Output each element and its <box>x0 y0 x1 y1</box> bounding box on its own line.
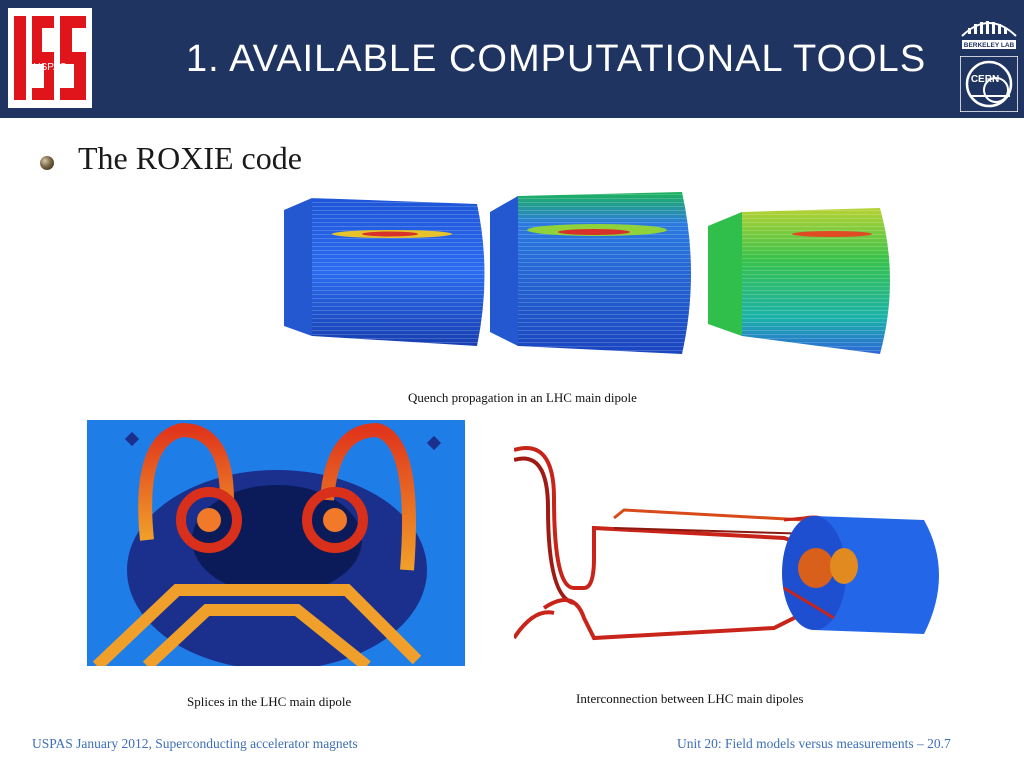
interconnection-caption: Interconnection between LHC main dipoles <box>576 691 804 706</box>
berkeley-logo-text: BERKELEY LAB <box>964 42 1015 49</box>
berkeley-lab-logo: BERKELEY LAB <box>958 6 1020 52</box>
dipole-render-1 <box>284 198 485 346</box>
quench-caption: Quench propagation in an LHC main dipole <box>408 390 637 405</box>
quench-propagation-figure <box>284 192 890 354</box>
footer-right: Unit 20: Field models versus measurement… <box>677 736 951 751</box>
bullet-text: The ROXIE code <box>78 140 302 176</box>
splices-figure <box>87 420 465 666</box>
slide-title: 1. AVAILABLE COMPUTATIONAL TOOLS <box>186 38 927 80</box>
dipole-render-3 <box>708 208 890 354</box>
footer-left: USPAS January 2012, Superconducting acce… <box>32 736 358 751</box>
bullet-icon <box>40 156 54 170</box>
splices-caption: Splices in the LHC main dipole <box>187 694 352 709</box>
header-banner: USPAS 1. AVAILABLE COMPUTATIONAL TOOLS B… <box>0 0 1024 118</box>
uspas-logo: USPAS <box>8 8 92 108</box>
dipole-render-2 <box>490 192 691 354</box>
cern-logo-text: CERN <box>971 74 999 85</box>
cern-logo: CERN <box>960 56 1018 112</box>
uspas-logo-text: USPAS <box>33 62 66 73</box>
interconnection-figure <box>514 438 962 660</box>
